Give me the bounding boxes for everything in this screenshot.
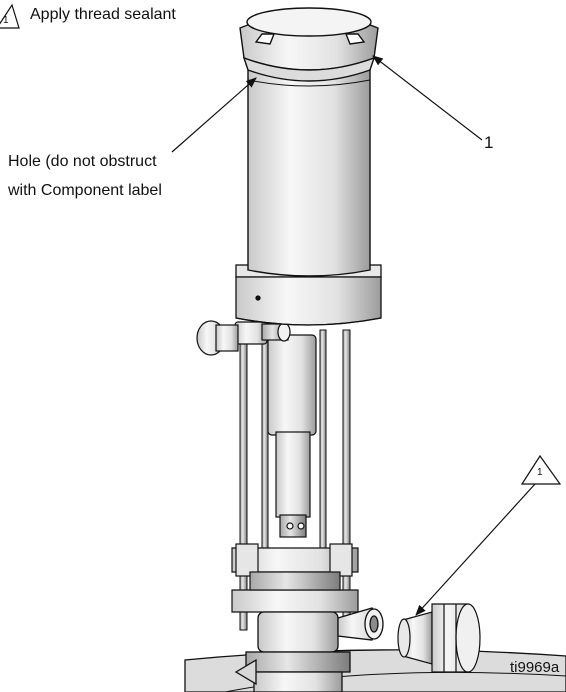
note-apply-thread-sealant: Apply thread sealant: [30, 6, 176, 23]
motor-cap: [239, 7, 379, 82]
hole-leader: [171, 77, 257, 153]
callout-triangle-number: 1: [537, 467, 543, 478]
air-motor-cylinder: [247, 69, 371, 277]
leader-lines: [171, 55, 536, 616]
callout-number-1: 1: [484, 133, 494, 152]
figure-id: ti9969a: [510, 659, 560, 676]
displacement-rod: [267, 334, 317, 538]
lower-clamp: [231, 543, 359, 613]
pump-lower-body: [234, 607, 384, 692]
threaded-fitting: [397, 603, 481, 673]
note-warning-triangle-icon: [0, 3, 20, 29]
hole-label-line2: with Component label: [8, 182, 162, 199]
note-triangle-number: 1: [3, 15, 9, 26]
air-valve: [196, 320, 291, 356]
hole-label-line1: Hole (do not obstruct: [8, 153, 157, 170]
sealant-leader: [415, 483, 536, 616]
callout-warning-triangle-icon: [520, 454, 562, 485]
callout-1-leader: [372, 55, 483, 141]
